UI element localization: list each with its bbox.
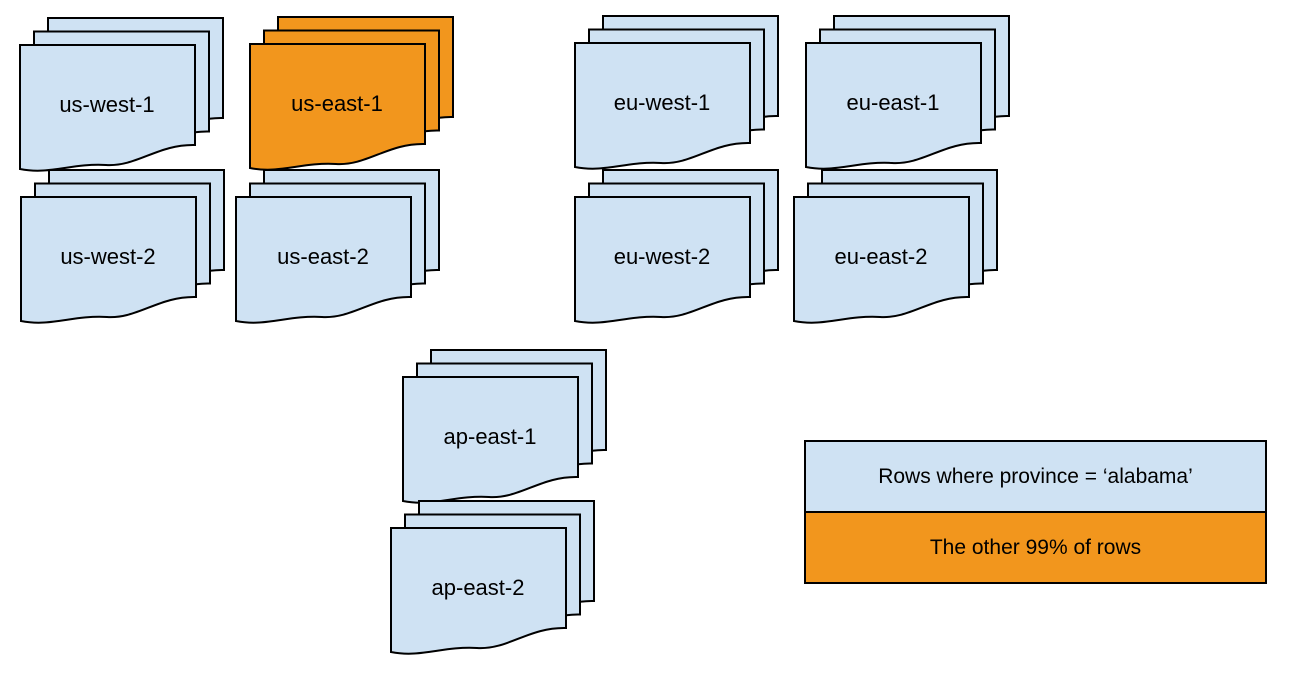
document-stack-us-west-2: us-west-2 (20, 169, 228, 331)
stack-label: eu-east-1 (847, 90, 940, 115)
legend-item-label: The other 99% of rows (929, 535, 1142, 559)
stack-label: eu-west-1 (614, 90, 711, 115)
legend-item-other-rows: The other 99% of rows (806, 511, 1265, 582)
document-sheet (574, 42, 751, 170)
document-sheet (235, 196, 412, 324)
legend: Rows where province = ‘alabama’ The othe… (804, 440, 1267, 584)
document-sheet (805, 42, 982, 170)
document-stack-ap-east-1: ap-east-1 (402, 349, 610, 511)
document-stack-eu-west-1: eu-west-1 (574, 15, 782, 177)
stack-label: ap-east-2 (432, 575, 525, 600)
stack-label: ap-east-1 (444, 424, 537, 449)
legend-item-label: Rows where province = ‘alabama’ (878, 464, 1193, 488)
document-stack-eu-east-2: eu-east-2 (793, 169, 1001, 331)
stack-label: us-east-2 (277, 244, 369, 269)
document-sheet (390, 527, 567, 655)
document-sheet (19, 44, 196, 172)
document-stack-ap-east-2: ap-east-2 (390, 500, 598, 662)
document-stack-us-east-2: us-east-2 (235, 169, 443, 331)
stack-label: eu-east-2 (835, 244, 928, 269)
document-stack-us-west-1: us-west-1 (19, 17, 227, 179)
document-sheet (20, 196, 197, 324)
document-sheet (793, 196, 970, 324)
document-stack-eu-east-1: eu-east-1 (805, 15, 1013, 177)
stack-label: eu-west-2 (614, 244, 711, 269)
document-stack-us-east-1: us-east-1 (249, 16, 457, 178)
document-stack-eu-west-2: eu-west-2 (574, 169, 782, 331)
document-sheet (574, 196, 751, 324)
stack-label: us-west-2 (60, 244, 155, 269)
legend-item-alabama-rows: Rows where province = ‘alabama’ (806, 442, 1265, 511)
stack-label: us-west-1 (59, 92, 154, 117)
stack-label: us-east-1 (291, 91, 383, 116)
